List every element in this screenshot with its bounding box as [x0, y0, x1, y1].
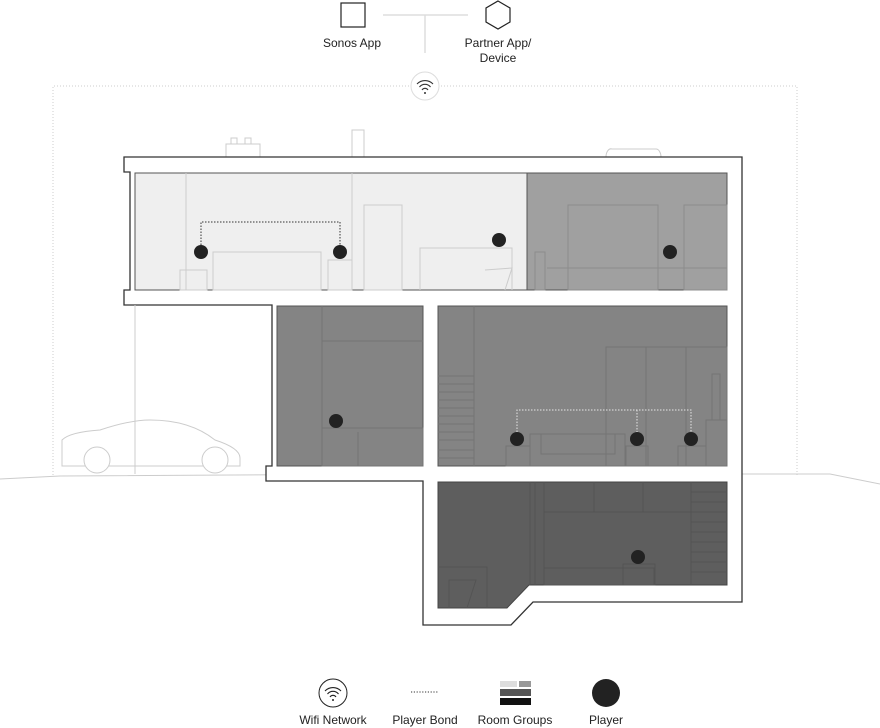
- legend-player-icon: [592, 679, 620, 707]
- wifi-icon: [410, 71, 440, 101]
- player[interactable]: [663, 245, 677, 259]
- partner-app-label-line1: Partner App/: [464, 36, 532, 50]
- player[interactable]: [492, 233, 506, 247]
- player[interactable]: [510, 432, 524, 446]
- player[interactable]: [333, 245, 347, 259]
- legend-room-groups-icon: [500, 681, 531, 705]
- player[interactable]: [630, 432, 644, 446]
- player[interactable]: [329, 414, 343, 428]
- legend-wifi-label: Wifi Network: [299, 713, 367, 727]
- partner-app-label-line2: Device: [479, 51, 517, 65]
- legend-wifi-icon: [318, 678, 348, 708]
- upper-right-room: [526, 172, 728, 291]
- middle-right-room: [437, 305, 728, 467]
- player-bond-middle: [516, 409, 692, 432]
- basement-room: [437, 481, 728, 609]
- roof-details: [225, 129, 662, 158]
- square-icon: [340, 2, 366, 28]
- partner-app-label: Partner App/ Device: [448, 36, 548, 66]
- player[interactable]: [194, 245, 208, 259]
- legend-bond-label: Player Bond: [392, 713, 458, 727]
- middle-left-room: [276, 305, 424, 467]
- player[interactable]: [684, 432, 698, 446]
- hexagon-icon: [485, 0, 511, 30]
- legend-groups-label: Room Groups: [477, 713, 553, 727]
- sonos-app-label: Sonos App: [322, 36, 382, 50]
- car-outline: [61, 419, 241, 474]
- legend-player-label: Player: [588, 713, 623, 727]
- player[interactable]: [631, 550, 645, 564]
- upper-left-room: [134, 172, 528, 291]
